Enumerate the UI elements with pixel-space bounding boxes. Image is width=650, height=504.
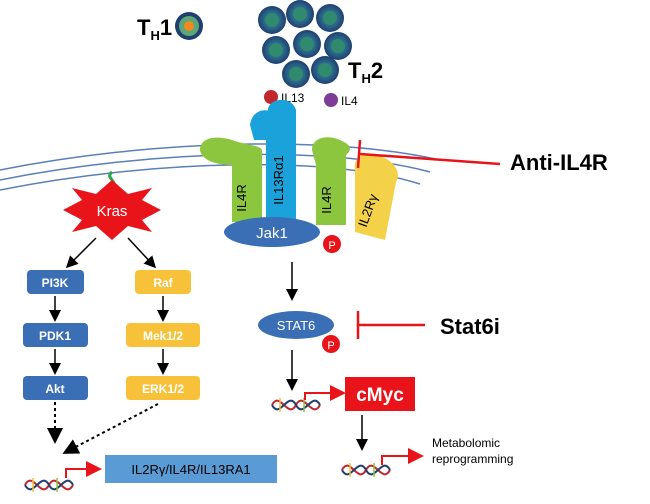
jak1-phospho-label: P	[328, 240, 335, 252]
jak1-label: Jak1	[256, 225, 288, 242]
target-transcription-arrow	[65, 461, 102, 478]
akt-box	[23, 376, 88, 400]
mek-box	[126, 323, 200, 347]
stat6i-label: Stat6i	[440, 314, 500, 339]
pi3k-label: PI3K	[42, 276, 69, 290]
stat6-node	[258, 311, 334, 339]
dna-icon	[24, 478, 74, 492]
jak1-phospho-icon	[323, 235, 341, 253]
raf-label: Raf	[153, 276, 173, 290]
il4r-right-label: IL4R	[319, 186, 334, 213]
anti-il4r-inhibition-bar	[356, 139, 362, 169]
il4-label: IL4	[341, 94, 358, 108]
il4-dot-icon	[324, 93, 338, 107]
dna-icon	[341, 463, 391, 477]
erk-box	[126, 376, 200, 400]
th2-label: TH2	[348, 58, 383, 86]
metabolic-transcription-arrow	[381, 448, 424, 465]
cmyc-transcription-arrow	[304, 385, 346, 401]
pi3k-box	[27, 270, 84, 294]
th2-cell-cluster	[258, 0, 352, 88]
pdk1-box	[23, 323, 88, 347]
kras-node	[63, 180, 161, 240]
anti-il4r-inhibition-line	[359, 152, 501, 166]
il4r-right-receptor: IL4R	[312, 137, 350, 225]
kras-pi3k-arrow	[65, 237, 97, 269]
il13ra1-receptor: IL13Rα1	[250, 99, 296, 225]
target-genes-box	[105, 455, 277, 483]
anti-il4r-label: Anti-IL4R	[510, 150, 608, 175]
th1-cell-icon	[175, 12, 203, 40]
il2rg-receptor: IL2Rγ	[354, 153, 398, 240]
il13-dot-icon	[264, 90, 278, 104]
stat6-phospho-icon	[322, 335, 340, 353]
erk-label: ERK1/2	[142, 382, 184, 396]
cmyc-box	[345, 377, 415, 411]
metabolic-label-line2: reprogramming	[432, 452, 513, 466]
il13ra1-label: IL13Rα1	[271, 155, 286, 204]
mek-label: Mek1/2	[143, 329, 183, 343]
cmyc-label: cMyc	[356, 385, 404, 406]
dna-icon	[271, 398, 321, 412]
il4r-left-receptor: IL4R	[200, 137, 262, 222]
jak1-node	[224, 217, 320, 247]
akt-label: Akt	[45, 382, 64, 396]
stat6-label: STAT6	[277, 318, 316, 333]
th1-label: TH1	[137, 15, 172, 43]
erk-dna-dotted-arrow	[62, 403, 159, 454]
metabolic-label-line1: Metabolomic	[432, 436, 500, 450]
pdk1-label: PDK1	[39, 329, 71, 343]
kras-label: Kras	[97, 203, 128, 220]
target-genes-label: IL2Rγ/IL4R/IL13RA1	[131, 462, 250, 477]
kras-raf-arrow	[127, 237, 157, 269]
stat6-phospho-label: P	[327, 340, 334, 352]
raf-box	[135, 270, 191, 294]
il4r-left-label: IL4R	[234, 184, 249, 211]
